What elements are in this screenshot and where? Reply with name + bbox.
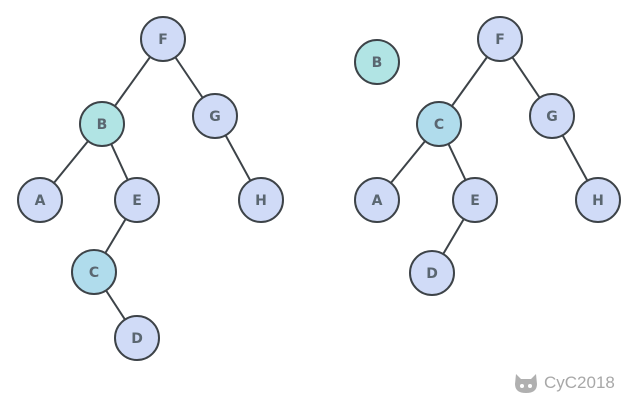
node-after-E: E bbox=[452, 177, 498, 223]
node-after-G: G bbox=[529, 93, 575, 139]
node-label: G bbox=[209, 109, 221, 125]
node-after-A: A bbox=[354, 177, 400, 223]
node-before-F: F bbox=[140, 16, 186, 62]
node-circle bbox=[79, 101, 125, 147]
node-circle bbox=[529, 93, 575, 139]
node-after-F: F bbox=[477, 16, 523, 62]
node-label: D bbox=[426, 266, 438, 282]
node-before-D: D bbox=[114, 315, 160, 361]
watermark: CyC2018 bbox=[513, 372, 615, 394]
node-after-C: C bbox=[416, 101, 462, 147]
node-circle bbox=[416, 101, 462, 147]
node-after-B: B bbox=[354, 39, 400, 85]
watermark-text: CyC2018 bbox=[544, 373, 615, 392]
node-before-G: G bbox=[192, 93, 238, 139]
node-label: E bbox=[470, 193, 480, 209]
node-label: C bbox=[89, 265, 99, 281]
node-before-B: B bbox=[79, 101, 125, 147]
node-label: H bbox=[255, 193, 267, 209]
node-label: H bbox=[592, 193, 604, 209]
node-label: D bbox=[131, 331, 143, 347]
node-circle bbox=[114, 177, 160, 223]
node-circle bbox=[409, 250, 455, 296]
node-circle bbox=[354, 39, 400, 85]
node-label: C bbox=[434, 117, 444, 133]
node-before-E: E bbox=[114, 177, 160, 223]
node-circle bbox=[71, 249, 117, 295]
node-label: F bbox=[158, 32, 168, 48]
node-circle bbox=[140, 16, 186, 62]
node-circle bbox=[17, 177, 63, 223]
node-before-A: A bbox=[17, 177, 63, 223]
node-circle bbox=[114, 315, 160, 361]
node-label: A bbox=[35, 193, 46, 209]
node-label: E bbox=[132, 193, 142, 209]
node-circle bbox=[452, 177, 498, 223]
node-label: B bbox=[372, 55, 383, 71]
node-label: B bbox=[97, 117, 108, 133]
node-label: G bbox=[546, 109, 558, 125]
node-after-H: H bbox=[575, 177, 621, 223]
node-circle bbox=[238, 177, 284, 223]
node-before-H: H bbox=[238, 177, 284, 223]
node-circle bbox=[575, 177, 621, 223]
node-circle bbox=[192, 93, 238, 139]
node-after-D: D bbox=[409, 250, 455, 296]
node-label: A bbox=[372, 193, 383, 209]
github-cat-icon bbox=[515, 374, 537, 393]
node-circle bbox=[477, 16, 523, 62]
node-circle bbox=[354, 177, 400, 223]
node-label: F bbox=[495, 32, 505, 48]
node-before-C: C bbox=[71, 249, 117, 295]
